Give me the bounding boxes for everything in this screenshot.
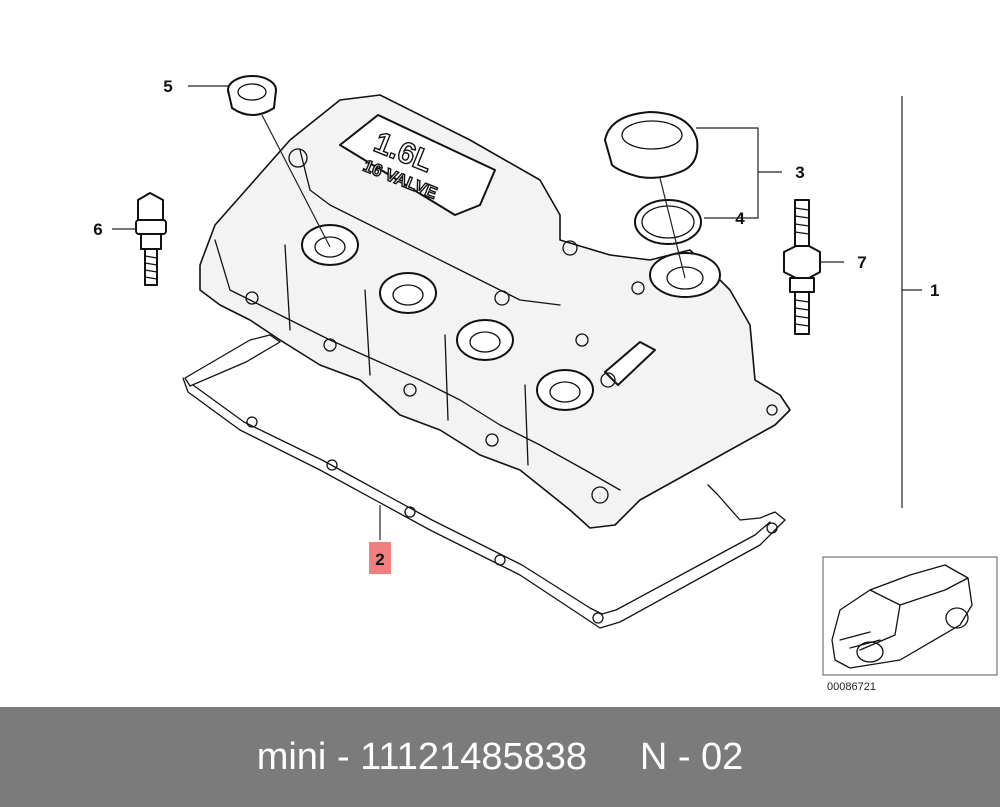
callout-4[interactable]: 4 xyxy=(735,209,745,228)
car-icon xyxy=(831,564,973,669)
callout-7[interactable]: 7 xyxy=(857,253,866,272)
valve-cover: 1.6L 16 VALVE xyxy=(199,94,791,529)
o-ring xyxy=(634,199,702,245)
stud-bolt-part-7 xyxy=(783,199,821,335)
footer-brand: mini xyxy=(256,735,327,778)
footer-gap xyxy=(587,736,640,779)
valve-cover-gasket xyxy=(182,334,786,629)
parts-diagram: 1.6L 16 VALVE xyxy=(93,75,998,693)
thumbnail-caption: 00086721 xyxy=(827,681,876,693)
callout-2-highlight xyxy=(369,542,391,574)
footer-separator: - xyxy=(326,735,361,778)
oil-filler-cap xyxy=(604,111,699,179)
footer-code: N - 02 xyxy=(639,735,744,778)
callout-1[interactable]: 1 xyxy=(930,281,939,300)
spark-plug-seal xyxy=(227,75,277,116)
leader-lines xyxy=(112,85,922,540)
callout-5[interactable]: 5 xyxy=(163,77,172,96)
callout-6[interactable]: 6 xyxy=(93,220,102,239)
vehicle-thumbnail: 00086721 xyxy=(822,556,998,693)
callout-3[interactable]: 3 xyxy=(795,163,804,182)
bolt-part-6 xyxy=(135,192,167,286)
footer-bar: mini - 11121485838 N - 02 xyxy=(0,707,1000,807)
callout-2[interactable]: 2 xyxy=(375,550,384,569)
footer-part-number: 11121485838 xyxy=(360,735,588,778)
